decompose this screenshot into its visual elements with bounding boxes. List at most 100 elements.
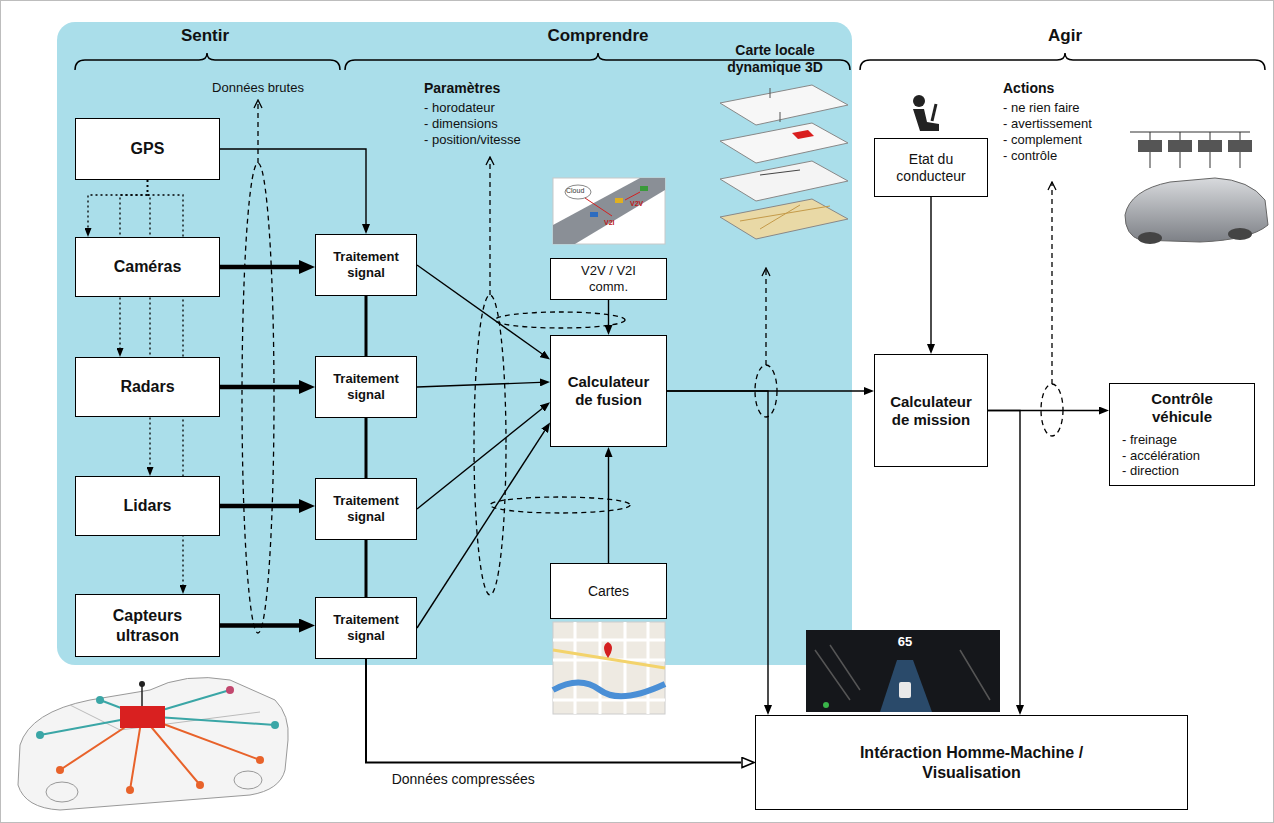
annotation-label: Données brutes: [188, 80, 328, 96]
annotation-label: Paramètres: [424, 80, 500, 97]
car-wiring-picture: [234, 771, 262, 789]
connector: [417, 431, 545, 628]
connector: [220, 149, 366, 224]
car-wiring-picture: [18, 678, 288, 810]
dashed-group: [474, 295, 506, 595]
bracket: [75, 53, 340, 70]
annotation-label: - contrôle: [1003, 148, 1057, 164]
box-label: Traitement signal: [326, 249, 406, 280]
driver-icon: [932, 104, 936, 121]
connector: [667, 391, 768, 705]
annotation-label: - horodateur: [424, 100, 495, 116]
v2v-picture: [553, 178, 665, 244]
dashboard-screenshot: [823, 702, 829, 708]
connector: [220, 265, 299, 270]
car-wiring-picture: [126, 786, 134, 794]
v2v-picture: [553, 178, 665, 244]
annotation-label: V2I: [604, 219, 615, 227]
annotation-label: 65: [885, 634, 925, 650]
dashed-group: [242, 163, 274, 633]
box-label: Etat du conducteur: [886, 151, 976, 185]
connector: [608, 300, 609, 325]
box-label: Traitement signal: [326, 493, 406, 524]
box-label: Calculateur de fusion: [561, 373, 656, 409]
annotation-label: - complement: [1003, 132, 1082, 148]
connector: [417, 265, 542, 354]
annotation-label: Actions: [1003, 80, 1054, 97]
process-box: Etat du conducteur: [874, 138, 988, 197]
connector: [930, 197, 931, 344]
3d-map-layers: [770, 88, 780, 122]
box-list-item: - direction: [1116, 463, 1248, 479]
connector: [366, 659, 741, 763]
process-box: Traitement signal: [315, 356, 417, 418]
box-label: V2V / V2I comm.: [571, 263, 646, 294]
annotation-label: Cloud: [566, 187, 584, 195]
dashboard-screenshot: [806, 630, 1000, 712]
car-wiring-picture: [226, 686, 234, 694]
dashed-group: [489, 157, 490, 295]
bracket: [75, 53, 1265, 70]
map-picture: [553, 683, 665, 697]
process-box: Contrôle véhicule- freinage- accélératio…: [1109, 383, 1255, 486]
3d-map-layers: [720, 85, 848, 125]
car-wiring-picture: [56, 766, 64, 774]
dashboard-screenshot: [815, 645, 990, 700]
bracket: [860, 53, 1265, 70]
connector: [220, 623, 299, 628]
annotation-label: - dimensions: [424, 116, 498, 132]
connector: [417, 382, 540, 387]
connector: [417, 409, 542, 510]
process-box: GPS: [75, 118, 220, 180]
annotation-label: Agir: [1020, 26, 1110, 46]
box-label: GPS: [131, 139, 165, 158]
car-wiring-picture: [96, 696, 104, 704]
annotation-label: - ne rien faire: [1003, 100, 1080, 116]
process-box: Caméras: [75, 237, 220, 297]
v2v-picture: [590, 212, 598, 217]
vehicle-picture: [1138, 232, 1162, 244]
v2v-picture: [565, 185, 591, 199]
3d-map-layers: [740, 205, 830, 229]
map-picture: [553, 622, 665, 714]
vehicle-picture: [1150, 132, 1240, 140]
box-list-item: - freinage: [1116, 432, 1248, 448]
edge-label: Données compressées: [390, 771, 537, 788]
car-wiring-picture: [256, 756, 264, 764]
car-wiring-picture: [46, 782, 78, 802]
box-label: Traitement signal: [326, 612, 406, 643]
annotation-label: V2V: [630, 200, 643, 208]
car-wiring-picture: [120, 706, 165, 728]
dashed-group: [242, 100, 1063, 633]
v2v-picture: [585, 198, 612, 216]
3d-map-layers: [720, 123, 848, 163]
connector: [988, 411, 1020, 706]
box-list-item: - accélération: [1116, 448, 1248, 464]
process-box: Capteurs ultrason: [75, 594, 220, 657]
dashed-group: [495, 312, 625, 328]
connector: [220, 385, 299, 390]
vehicle-picture: [1228, 140, 1252, 152]
driver-icon: [913, 95, 939, 131]
annotation-label: Sentir: [150, 26, 260, 46]
dashboard-screenshot: [880, 660, 932, 712]
process-box: Traitement signal: [315, 597, 417, 659]
car-wiring-picture: [271, 721, 279, 729]
vehicle-picture: [1130, 131, 1250, 132]
v2v-picture: [640, 186, 648, 191]
process-box: Cartes: [550, 563, 667, 619]
3d-map-layers: [720, 199, 848, 239]
dashed-group: [765, 268, 766, 365]
process-box: Calculateur de mission: [874, 354, 988, 467]
3d-map-layers: [792, 130, 814, 139]
box-label: Capteurs ultrason: [98, 606, 198, 644]
box-label: Caméras: [114, 257, 182, 276]
vehicle-picture: [1138, 140, 1162, 152]
car-wiring-picture: [18, 678, 288, 810]
3d-map-layers: [720, 85, 848, 239]
dashed-group: [1051, 182, 1052, 384]
process-box: V2V / V2I comm.: [550, 258, 667, 300]
vehicle-picture: [1168, 140, 1192, 152]
